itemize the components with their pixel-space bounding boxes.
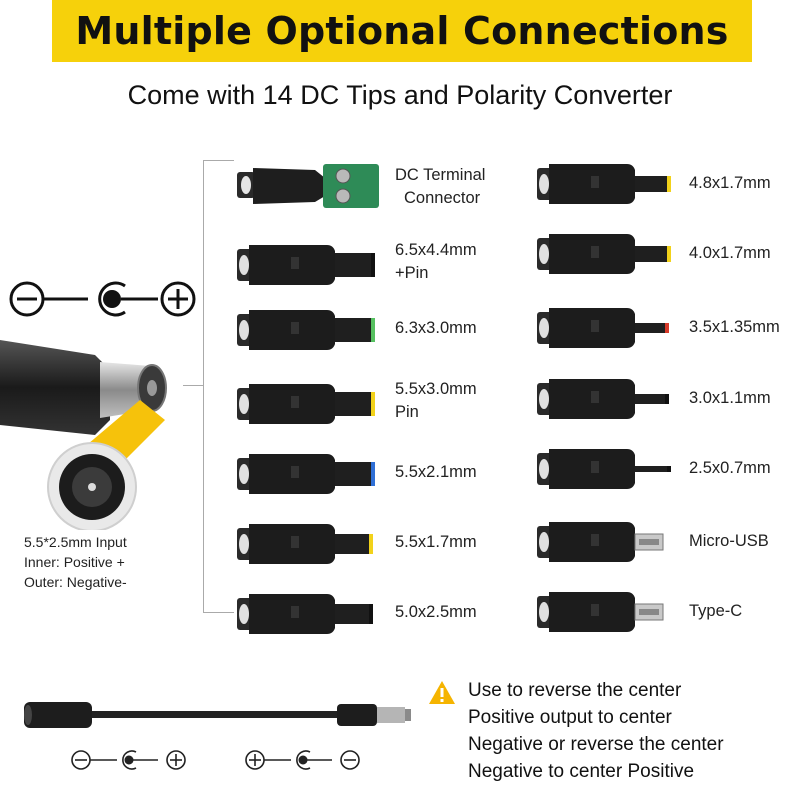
- bracket-connector-line: [183, 385, 203, 386]
- tip-connector-image: [537, 522, 664, 562]
- page-title: Multiple Optional Connections: [75, 9, 729, 53]
- tip-label: 6.3x3.0mm: [395, 319, 477, 337]
- tip-label: 4.0x1.7mm: [689, 244, 771, 262]
- tip-connector-image: [537, 379, 669, 419]
- tip-connector-image: [237, 384, 375, 424]
- tip-connector-image: [237, 310, 375, 350]
- converter-line-3: Negative or reverse the center: [468, 734, 724, 755]
- title-banner: Multiple Optional Connections: [52, 0, 752, 62]
- input-note-outer: Outer: Negative-: [24, 574, 127, 590]
- input-note: 5.5*2.5mm Input Inner: Positive + Outer:…: [24, 532, 127, 592]
- warning-icon: [429, 681, 455, 704]
- tip-label: 5.5x1.7mm: [395, 533, 477, 551]
- polarity-converter-cable-image: [24, 702, 411, 728]
- tip-label: 6.5x4.4mm+Pin: [395, 241, 477, 282]
- tip-connector-image: [237, 524, 373, 564]
- polarity-symbol-icon: [9, 281, 196, 317]
- tip-connector-image: [237, 245, 375, 285]
- tip-connector-image: [537, 449, 671, 489]
- converter-line-2: Positive output to center: [468, 707, 672, 728]
- converter-line-1: Use to reverse the center: [468, 680, 682, 701]
- polarity-negative-center-icon: [71, 750, 186, 770]
- tip-label: 5.5x2.1mm: [395, 463, 477, 481]
- tip-label: Type-C: [689, 602, 743, 620]
- polarity-positive-center-icon: [245, 750, 360, 770]
- dc-plug-image: [0, 340, 167, 530]
- tip-label: 3.5x1.35mm: [689, 318, 780, 336]
- page-subtitle: Come with 14 DC Tips and Polarity Conver…: [127, 80, 673, 110]
- tip-connector-image: [537, 164, 671, 204]
- tip-connector-image: [237, 594, 373, 634]
- input-note-inner: Inner: Positive +: [24, 554, 125, 570]
- tip-label-dc-terminal: DC Terminal Connector: [395, 166, 486, 207]
- tip-label: 5.0x2.5mm: [395, 603, 477, 621]
- converter-description: Use to reverse the center Positive outpu…: [468, 677, 724, 785]
- input-note-size: 5.5*2.5mm Input: [24, 534, 127, 550]
- tips-bracket: [203, 160, 234, 613]
- tip-label: 4.8x1.7mm: [689, 174, 771, 192]
- tip-connector-image: [237, 454, 375, 494]
- tip-label: 2.5x0.7mm: [689, 459, 771, 477]
- tip-connector-image: [537, 234, 671, 274]
- tip-label: Micro-USB: [689, 532, 769, 550]
- tip-label: 3.0x1.1mm: [689, 389, 771, 407]
- tip-connector-image: [537, 308, 669, 348]
- converter-line-4: Negative to center Positive: [468, 761, 695, 782]
- tip-connector-image: [537, 592, 664, 632]
- dc-terminal-connector-image: [237, 164, 379, 208]
